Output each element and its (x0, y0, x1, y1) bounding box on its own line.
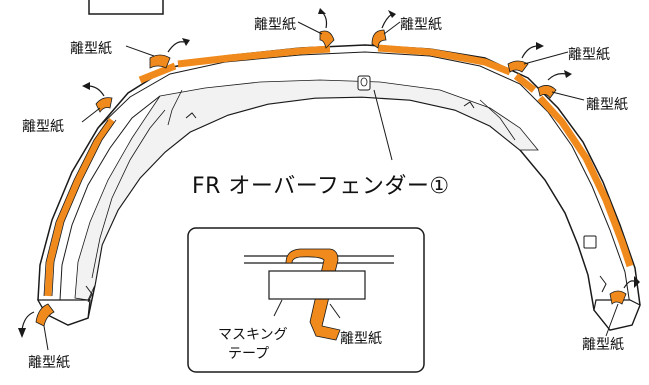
inset-detail (187, 227, 425, 373)
part-name: FR オーバーフェンダー① (192, 174, 450, 199)
tab-top-right (371, 29, 387, 49)
label-release-paper-upper-left: 離型紙 (70, 41, 112, 57)
inset-masking-tape (268, 270, 366, 300)
tab-upper-left (149, 54, 171, 69)
label-release-paper-top-left: 離型紙 (254, 17, 296, 33)
tape-right (537, 95, 634, 268)
fender-body (36, 44, 641, 331)
label-release-paper-bottom-right: 離型紙 (582, 337, 624, 353)
tab-bottom-right (609, 290, 627, 305)
label-release-paper-bottom-left: 離型紙 (28, 355, 70, 371)
label-release-paper-right: 離型紙 (586, 97, 628, 113)
tab-upper-right (507, 60, 529, 73)
tab-top-left (319, 30, 335, 49)
label-masking-tape-line1: マスキング (218, 327, 288, 343)
tape-strips (44, 44, 634, 297)
peel-arrows (18, 8, 640, 338)
side-clip (583, 235, 597, 249)
tape-upper-right (513, 73, 537, 93)
label-masking-tape-line2: テープ (228, 346, 270, 362)
tape-upper-left (138, 62, 177, 84)
label-release-paper-top-right: 離型紙 (400, 17, 442, 33)
leader-lines (43, 21, 619, 351)
tab-right (537, 85, 557, 99)
label-release-paper-left: 離型紙 (22, 119, 64, 135)
tape-top-left (177, 45, 331, 68)
tab-bottom-left (35, 303, 55, 327)
tape-left (44, 117, 115, 297)
label-inset-release-paper: 離型紙 (340, 331, 382, 347)
label-release-paper-upper-right: 離型紙 (568, 47, 610, 63)
header-box-fragment (88, 0, 164, 15)
tape-top-right (377, 44, 512, 76)
